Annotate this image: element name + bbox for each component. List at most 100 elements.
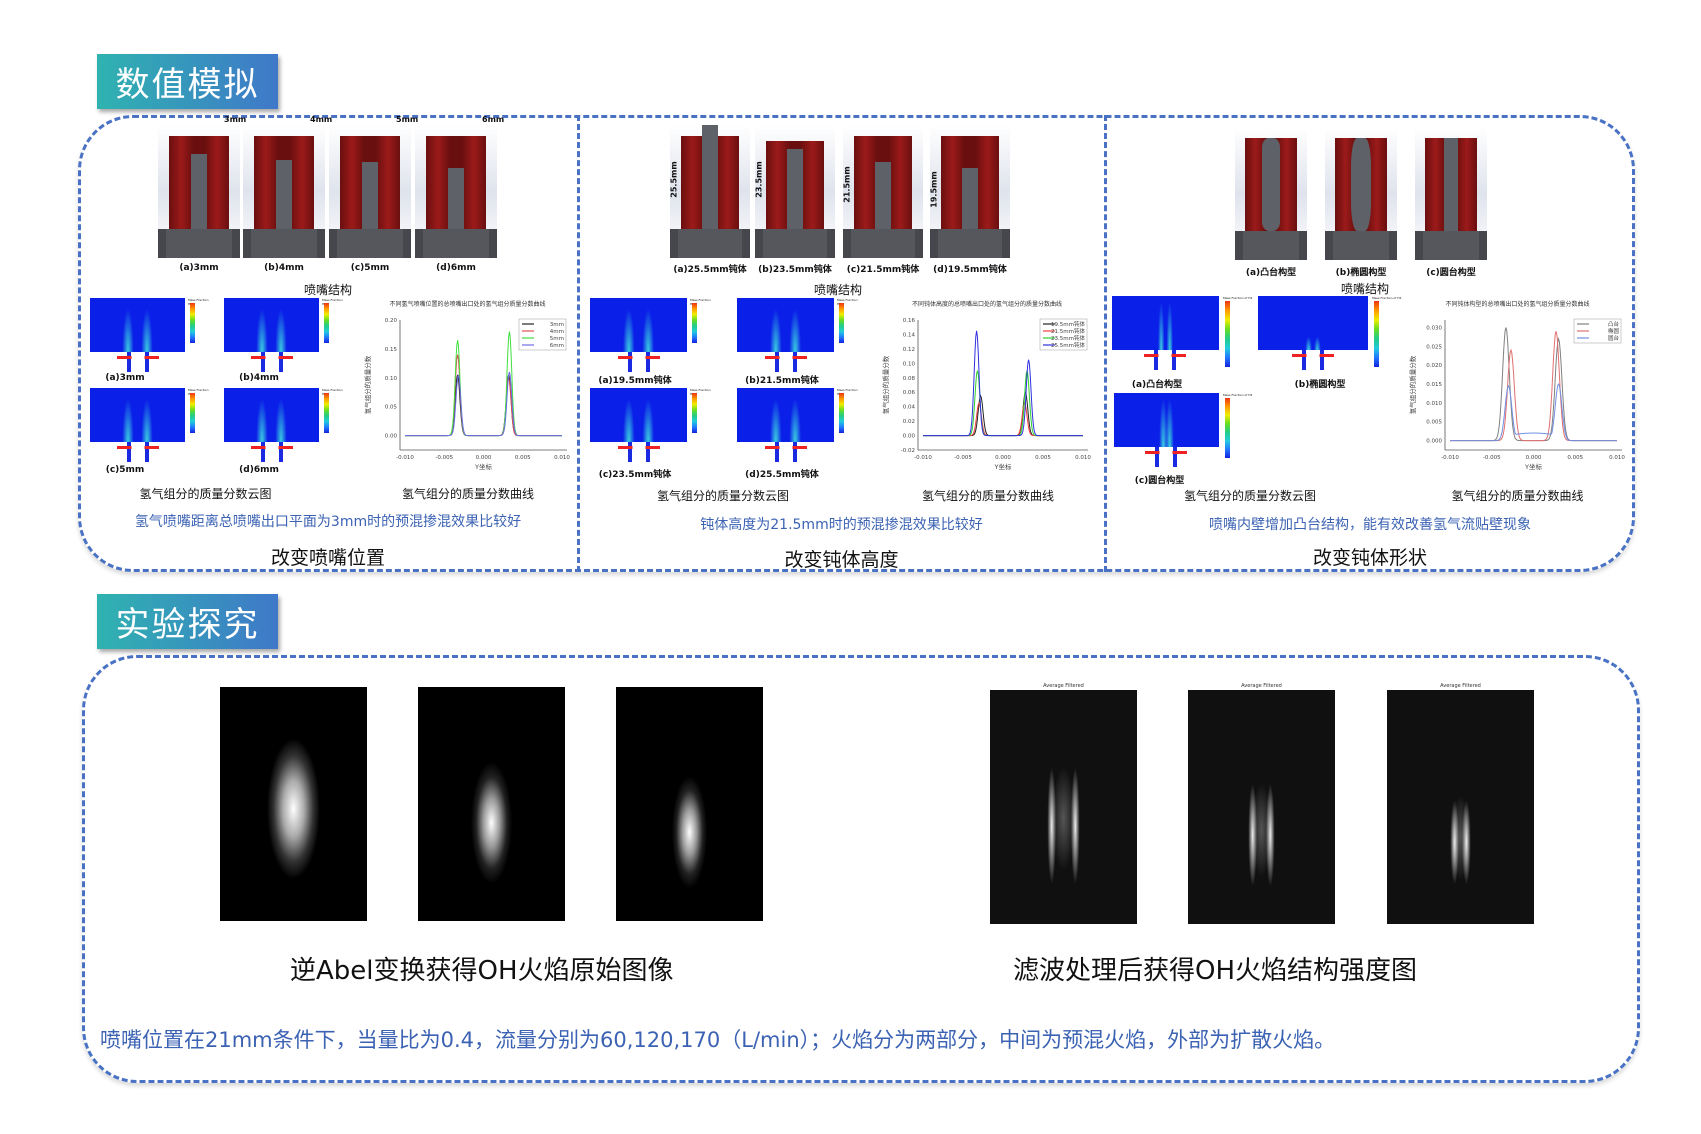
- filtered-image-title: Average Filtered: [1241, 683, 1282, 689]
- series-line-3mm: [405, 374, 562, 437]
- nozzle-model-image: [930, 125, 1010, 258]
- contour-label: (a)3mm: [105, 373, 145, 383]
- x-tick-label: 0.010: [1609, 455, 1625, 461]
- legend-label: 6mm: [550, 343, 564, 349]
- color-legend: Mass Fraction H2: [188, 388, 210, 436]
- chart-title: 不同钝体构型的总喷嘴出口处的氢气组分质量分数曲线: [1445, 300, 1589, 308]
- series-line-椭圆: [1450, 331, 1617, 442]
- conclusion-text: 喷嘴内壁增加凸台结构，能有效改善氢气流贴壁现象: [1209, 517, 1531, 533]
- series-line-4mm: [405, 354, 562, 437]
- section-title: 改变钝体高度: [784, 549, 899, 571]
- nozzle-label: (b)23.5mm钝体: [758, 265, 832, 275]
- x-axis-label: Y坐标: [1524, 462, 1542, 471]
- dimension-label: 3mm: [224, 115, 247, 124]
- y-tick-label: 0.025: [1426, 344, 1442, 350]
- y-tick-label: 0.10: [903, 361, 916, 367]
- contour-caption: 氢气组分的质量分数云图: [139, 487, 272, 501]
- series-line-21.5mm钝体: [923, 401, 1083, 437]
- y-tick-label: 0.00: [903, 434, 916, 440]
- contour-image: [224, 388, 319, 442]
- x-tick-label: 0.005: [1035, 455, 1051, 461]
- nozzle-label: (a)25.5mm钝体: [673, 265, 747, 275]
- contour-image: [90, 298, 185, 352]
- color-legend: Mass Fraction H2: [690, 298, 712, 346]
- x-tick-label: 0.000: [476, 455, 492, 461]
- contour-label: (d)6mm: [239, 465, 279, 475]
- y-tick-label: 0.005: [1426, 420, 1442, 426]
- series-line-凸台: [1450, 327, 1617, 442]
- x-tick-label: -0.005: [435, 455, 453, 461]
- filtered-flame-image: [990, 690, 1137, 924]
- legend-label: 23.5mm钝体: [1051, 334, 1085, 342]
- section-divider: [1104, 115, 1107, 572]
- color-legend: Mass Fraction H2: [322, 298, 344, 346]
- x-axis-label: Y坐标: [474, 462, 492, 471]
- dimension-label: 19.5mm: [929, 171, 939, 208]
- legend-label: 19.5mm钝体: [1051, 320, 1085, 328]
- nozzle-label: (b)4mm: [264, 263, 304, 273]
- structure-label: 喷嘴结构: [813, 283, 862, 297]
- contour-image: [1258, 296, 1368, 350]
- nozzle-stem-icon: [251, 442, 293, 462]
- color-legend: Mass Fraction H2: [322, 388, 344, 436]
- contour-image: [1114, 393, 1219, 447]
- contour-label: (b)21.5mm钝体: [745, 376, 819, 386]
- series-line-5mm: [405, 331, 562, 437]
- nozzle-model-image: [329, 125, 411, 258]
- legend-label: 5mm: [550, 336, 564, 342]
- color-legend: Mass Fraction of H2: [1372, 296, 1404, 374]
- legend-label: 椭圆: [1608, 327, 1620, 335]
- x-tick-label: 0.010: [1075, 455, 1091, 461]
- contour-label: (b)椭圆构型: [1294, 380, 1346, 390]
- experiment-section-title: 实验探究: [115, 605, 260, 645]
- nozzle-label: (d)19.5mm钝体: [933, 265, 1007, 275]
- experiment-note: 喷嘴位置在21mm条件下，当量比为0.4，流量分别为60,120,170（L/m…: [100, 1028, 1336, 1052]
- nozzle-stem-icon: [251, 352, 293, 372]
- color-legend: Mass Fraction of H2: [1223, 393, 1253, 465]
- x-axis-label: Y坐标: [994, 462, 1012, 471]
- series-line-19.5mm钝体: [923, 390, 1083, 437]
- filtered-image-title: Average Filtered: [1043, 683, 1084, 689]
- bluff-body-shape-section: (a)凸台构型 (b)椭圆构型 (c)圆台构型 喷嘴结构 Mass Fracti…: [1105, 115, 1635, 572]
- nozzle-label: (c)圆台构型: [1426, 268, 1476, 278]
- legend-label: 3mm: [550, 322, 564, 328]
- y-tick-label: 0.000: [1426, 439, 1442, 445]
- nozzle-stem-icon: [117, 352, 159, 372]
- experiment-panel: [82, 655, 1640, 1083]
- dimension-label: 21.5mm: [842, 166, 852, 203]
- contour-label: (c)圆台构型: [1134, 476, 1185, 486]
- y-tick-label: 0.06: [903, 390, 916, 396]
- x-tick-label: -0.010: [1441, 455, 1459, 461]
- raw-flame-image: [220, 687, 367, 921]
- filtered-image-caption: 滤波处理后获得OH火焰结构强度图: [1013, 956, 1418, 986]
- color-legend: Mass Fraction H2: [837, 298, 859, 346]
- nozzle-label: (b)椭圆构型: [1335, 268, 1387, 278]
- x-tick-label: -0.005: [954, 455, 972, 461]
- nozzle-model-image: [843, 125, 923, 258]
- y-tick-label: 0.20: [385, 318, 398, 324]
- nozzle-model-image: [415, 125, 497, 258]
- nozzle-position-section: 3mm 4mm 5mm 6mm (a)3mm (b)4mm (c)5mm (d)…: [78, 115, 578, 572]
- nozzle-model-image: [755, 125, 835, 258]
- color-legend: Mass Fraction H2: [837, 388, 859, 436]
- x-tick-label: 0.005: [515, 455, 531, 461]
- legend-box: [1573, 318, 1622, 344]
- section-title: 改变喷嘴位置: [270, 547, 385, 569]
- color-legend: Mass Fraction H2: [690, 388, 712, 436]
- y-tick-label: 0.015: [1426, 382, 1442, 388]
- nozzle-model-image: [1325, 127, 1397, 260]
- contour-caption: 氢气组分的质量分数云图: [1183, 489, 1316, 503]
- contour-label: (d)25.5mm钝体: [745, 470, 819, 480]
- curve-caption: 氢气组分的质量分数曲线: [921, 489, 1054, 503]
- filtered-image-title: Average Filtered: [1440, 683, 1481, 689]
- filtered-flame-image: [1387, 690, 1534, 924]
- y-axis-label: 氢气组分的质量分数: [881, 355, 890, 414]
- legend-label: 圆台: [1608, 334, 1620, 342]
- simulation-section-badge: 数值模拟: [97, 54, 278, 109]
- x-tick-label: -0.010: [914, 455, 932, 461]
- y-tick-label: 0.14: [903, 332, 916, 338]
- bluff-body-height-section: 25.5mm 23.5mm 21.5mm 19.5mm (a)25.5mm钝体 …: [578, 115, 1105, 572]
- chart-title: 不同氢气喷嘴位置的总喷嘴出口处的氢气组分质量分数曲线: [389, 300, 545, 308]
- chart-title: 不同钝体高度的总喷嘴出口处的氢气组分的质量分数曲线: [912, 300, 1062, 308]
